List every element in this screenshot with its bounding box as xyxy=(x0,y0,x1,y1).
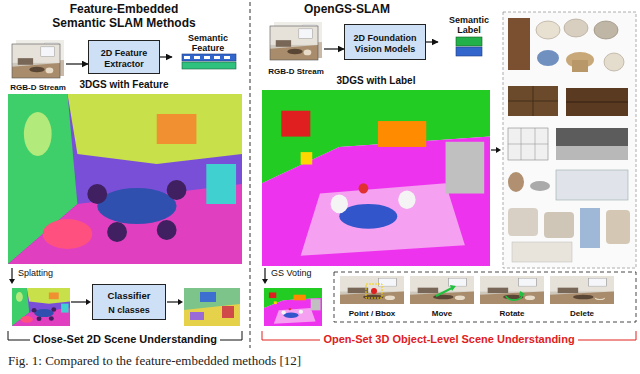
node-label: Semantic Feature xyxy=(172,33,244,54)
node-label: 2D Feature Extractor xyxy=(92,48,156,69)
panel-title: Feature-Embedded Semantic SLAM Methods xyxy=(49,3,199,31)
node-label: 3DGS with Label xyxy=(260,75,492,87)
process-box: Classifier N classes xyxy=(92,284,166,320)
node-label: Semantic Label xyxy=(438,15,500,36)
node-label: Rotate xyxy=(480,309,544,318)
label-output: Semantic Label xyxy=(438,12,500,60)
process-box: 2D Feature Extractor xyxy=(88,40,160,74)
node-label: RGB-D Stream xyxy=(10,83,66,92)
node-label: 2D Foundation Vision Models xyxy=(348,33,422,54)
figure-caption: Fig. 1: Compared to the feature-embedded… xyxy=(8,353,301,369)
flow-arrow xyxy=(426,41,438,42)
interaction-view: Point / Bbox xyxy=(340,274,404,318)
node-label: Move xyxy=(410,309,474,318)
method-panel: OpenGS-SLAM RGB-D Stream 2D Foundation Vis… xyxy=(252,0,640,350)
scene-map: 3DGS with Feature xyxy=(6,76,242,266)
panel-title: OpenGS-SLAM xyxy=(282,3,412,17)
process-box: 2D Foundation Vision Models xyxy=(344,24,426,60)
interaction-view: Move xyxy=(410,274,474,318)
bracket-label: Open-Set 3D Object-Level Scene Understan… xyxy=(320,333,577,346)
interaction-view: Rotate xyxy=(480,274,544,318)
flow-arrow xyxy=(324,48,344,49)
bracket-label: Close-Set 2D Scene Understanding xyxy=(30,333,220,346)
node-label: Classifier xyxy=(108,291,151,302)
node-label: 3DGS with Feature xyxy=(6,79,242,91)
node-label: Delete xyxy=(550,309,614,318)
input-stream: RGB-D Stream xyxy=(10,36,66,92)
step-label: Splatting xyxy=(18,268,53,279)
node-label: RGB-D Stream xyxy=(268,67,324,76)
method-panel: Feature-Embedded Semantic SLAM MethodsRG… xyxy=(0,0,248,350)
step-label: GS Voting xyxy=(271,268,312,279)
node-sublabel: N classes xyxy=(108,305,150,315)
interaction-view: Delete xyxy=(550,274,614,318)
flow-arrow xyxy=(160,56,172,57)
flow-arrow xyxy=(66,63,88,64)
node-label: Point / Bbox xyxy=(340,309,404,318)
input-stream: RGB-D Stream xyxy=(268,22,324,76)
scene-map: 3DGS with Label xyxy=(260,72,492,268)
feature-output: Semantic Feature xyxy=(172,30,244,74)
